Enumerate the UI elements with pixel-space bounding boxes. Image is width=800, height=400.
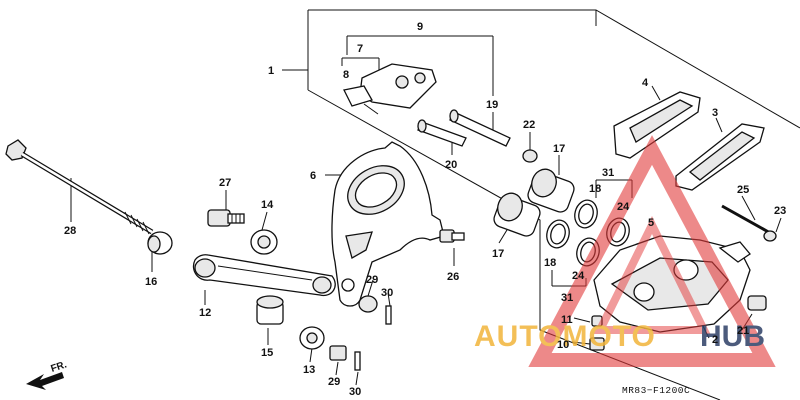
callout-17-lower: 17 [492, 248, 504, 260]
watermark-text-primary: AUTOMOTO [474, 320, 656, 353]
collar-15 [256, 295, 284, 325]
front-label: FR. [50, 359, 69, 375]
pistons [493, 168, 575, 237]
lower-small-parts [299, 326, 361, 371]
diagram-code: MR83−F1200C [622, 385, 690, 396]
caliper-bracket [331, 141, 445, 307]
callout-7: 7 [357, 43, 363, 55]
callout-11: 11 [561, 314, 573, 326]
callout-12: 12 [199, 307, 211, 319]
callout-9: 9 [417, 21, 423, 33]
callout-4: 4 [642, 77, 649, 89]
callout-10: 10 [557, 339, 569, 351]
watermark-text-secondary: HUB [700, 320, 765, 353]
callout-24-upper: 24 [617, 201, 630, 213]
bearing-14 [250, 229, 278, 255]
callout-24-lower: 24 [572, 270, 585, 282]
callout-29-upper: 29 [366, 274, 378, 286]
callout-31-lower: 31 [561, 292, 573, 304]
callout-14: 14 [261, 199, 274, 211]
callout-27: 27 [219, 177, 231, 189]
slide-pins [417, 109, 511, 147]
callout-16: 16 [145, 276, 157, 288]
callout-23: 23 [774, 205, 786, 217]
callout-13: 13 [303, 364, 315, 376]
callout-19: 19 [486, 99, 498, 111]
callout-25: 25 [737, 184, 749, 196]
callout-17-upper: 17 [553, 143, 565, 155]
callout-18-lower: 18 [544, 257, 556, 269]
bolt-27 [207, 209, 245, 227]
callout-8: 8 [343, 69, 349, 81]
callout-5: 5 [648, 217, 654, 229]
callout-30-lower: 30 [349, 386, 361, 398]
torque-link [192, 254, 336, 297]
upper-small-parts [358, 295, 392, 325]
callout-15: 15 [261, 347, 273, 359]
callout-31-upper: 31 [602, 167, 614, 179]
callout-6: 6 [310, 170, 316, 182]
callout-21: 21 [737, 325, 749, 337]
bleeder-22 [522, 149, 538, 163]
callout-26: 26 [447, 271, 459, 283]
brake-pads [613, 91, 765, 191]
callout-18-upper: 18 [589, 183, 601, 195]
axle-bolt [5, 139, 154, 235]
bolt-26 [439, 229, 465, 243]
callout-1: 1 [268, 65, 274, 77]
callout-28: 28 [64, 225, 76, 237]
callout-20: 20 [445, 159, 457, 171]
front-direction-arrow: FR. [26, 359, 68, 390]
callout-22: 22 [523, 119, 535, 131]
callout-30-upper: 30 [381, 287, 393, 299]
watermark: AUTOMOTO HUB [474, 135, 776, 367]
pad-spring [343, 63, 437, 115]
collar [147, 231, 173, 255]
callout-numbers: 1 2 3 4 5 6 7 8 9 10 11 12 13 14 15 16 1… [64, 21, 786, 398]
callout-2: 2 [712, 334, 718, 346]
callout-3: 3 [712, 107, 718, 119]
callout-29-lower: 29 [328, 376, 340, 388]
